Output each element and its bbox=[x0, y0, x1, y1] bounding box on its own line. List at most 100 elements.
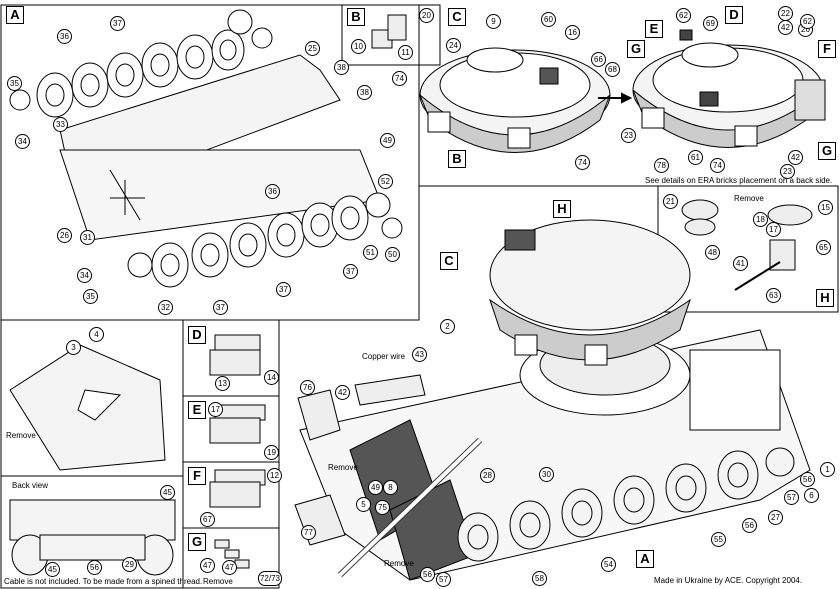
callout-51: 51 bbox=[363, 245, 378, 260]
turret-c bbox=[419, 47, 611, 153]
callout-62b: 62 bbox=[800, 14, 815, 29]
callout-37c: 37 bbox=[276, 282, 291, 297]
panel-label-f-small: F bbox=[188, 467, 206, 485]
panel-label-b: B bbox=[347, 8, 365, 26]
panel-label-d-small: D bbox=[188, 326, 206, 344]
callout-33: 33 bbox=[53, 117, 68, 132]
panel-label-c: C bbox=[448, 8, 466, 26]
callout-72-73: 72/73 bbox=[258, 571, 282, 586]
callout-17b: 17 bbox=[208, 402, 223, 417]
callout-61: 61 bbox=[688, 150, 703, 165]
callout-23: 23 bbox=[621, 128, 636, 143]
callout-62: 62 bbox=[676, 8, 691, 23]
small-panel-parts bbox=[209, 334, 266, 569]
callout-77: 77 bbox=[301, 525, 316, 540]
remove-note-front: Remove bbox=[384, 559, 414, 568]
callout-4: 4 bbox=[89, 327, 104, 342]
back-view-parts bbox=[9, 499, 176, 576]
panel-label-g2: G bbox=[818, 142, 836, 160]
callout-29: 29 bbox=[122, 557, 137, 572]
callout-50: 50 bbox=[385, 247, 400, 262]
callout-34: 34 bbox=[15, 134, 30, 149]
cable-note: Cable is not included. To be made from a… bbox=[4, 577, 203, 586]
callout-37b: 37 bbox=[213, 300, 228, 315]
panel-h-detail-parts bbox=[681, 199, 813, 291]
running-gear-upper bbox=[9, 9, 403, 288]
remove-note-hull: Remove bbox=[328, 463, 358, 472]
callout-1: 1 bbox=[820, 462, 835, 477]
copper-wire-note: Copper wire bbox=[362, 352, 406, 361]
panel-label-f: F bbox=[818, 40, 836, 58]
callout-49: 49 bbox=[380, 133, 395, 148]
back-view-title: Back view bbox=[12, 481, 49, 490]
callout-37d: 37 bbox=[343, 264, 358, 279]
callout-74c: 74 bbox=[710, 158, 725, 173]
callout-30: 30 bbox=[539, 467, 554, 482]
callout-28: 28 bbox=[480, 468, 495, 483]
callout-55: 55 bbox=[711, 532, 726, 547]
callout-25: 25 bbox=[305, 41, 320, 56]
copyright-note: Made in Ukraine by ACE. Copyright 2004. bbox=[654, 576, 803, 585]
remove-note-g: Remove bbox=[203, 577, 233, 586]
callout-74: 74 bbox=[392, 71, 407, 86]
callout-11: 11 bbox=[398, 45, 413, 60]
callout-68: 68 bbox=[605, 62, 620, 77]
callout-36b: 36 bbox=[265, 184, 280, 199]
callout-75: 75 bbox=[375, 500, 390, 515]
callout-56b: 56 bbox=[420, 567, 435, 582]
remove-note-h: Remove bbox=[734, 194, 764, 203]
callout-56: 56 bbox=[87, 560, 102, 575]
callout-78: 78 bbox=[654, 158, 669, 173]
callout-67: 67 bbox=[200, 512, 215, 527]
panel-label-e: E bbox=[645, 20, 663, 38]
callout-6: 6 bbox=[804, 488, 819, 503]
callout-52: 52 bbox=[378, 174, 393, 189]
callout-66: 66 bbox=[591, 52, 606, 67]
callout-32: 32 bbox=[158, 300, 173, 315]
callout-56d: 56 bbox=[800, 472, 815, 487]
panel-label-c-main: C bbox=[440, 252, 458, 270]
remove-note-turret: Remove bbox=[6, 431, 36, 440]
callout-69: 69 bbox=[703, 16, 718, 31]
panel-label-d: D bbox=[725, 6, 743, 24]
callout-35: 35 bbox=[7, 76, 22, 91]
callout-58: 58 bbox=[532, 571, 547, 586]
callout-13: 13 bbox=[215, 376, 230, 391]
callout-24: 24 bbox=[446, 38, 461, 53]
callout-42: 42 bbox=[778, 20, 793, 35]
era-note: See details on ERA bricks placement on a… bbox=[645, 176, 833, 185]
callout-63: 63 bbox=[766, 288, 781, 303]
callout-18: 18 bbox=[753, 212, 768, 227]
callout-56c: 56 bbox=[742, 518, 757, 533]
callout-5: 5 bbox=[356, 497, 371, 512]
callout-57b: 57 bbox=[784, 490, 799, 505]
callout-38: 38 bbox=[334, 60, 349, 75]
callout-27: 27 bbox=[768, 510, 783, 525]
panel-label-a-hull: A bbox=[636, 550, 654, 568]
callout-9: 9 bbox=[486, 14, 501, 29]
panel-g-small-border bbox=[182, 527, 280, 589]
callout-10: 10 bbox=[351, 39, 366, 54]
callout-42c: 42 bbox=[335, 385, 350, 400]
panel-label-a: A bbox=[6, 6, 24, 24]
callout-20: 20 bbox=[419, 8, 434, 23]
callout-48: 48 bbox=[705, 245, 720, 260]
callout-34b: 34 bbox=[77, 268, 92, 283]
callout-41: 41 bbox=[733, 256, 748, 271]
main-tank bbox=[299, 219, 811, 581]
callout-49b: 49 bbox=[368, 480, 383, 495]
callout-31: 31 bbox=[80, 230, 95, 245]
callout-65: 65 bbox=[816, 240, 831, 255]
callout-37: 37 bbox=[110, 16, 125, 31]
panel-label-h-main: H bbox=[553, 200, 571, 218]
callout-15: 15 bbox=[818, 200, 833, 215]
callout-45b: 45 bbox=[45, 562, 60, 577]
callout-57: 57 bbox=[436, 572, 451, 587]
callout-36: 36 bbox=[57, 29, 72, 44]
callout-3: 3 bbox=[66, 340, 81, 355]
callout-47: 47 bbox=[200, 558, 215, 573]
callout-43: 43 bbox=[412, 347, 427, 362]
callout-60: 60 bbox=[541, 12, 556, 27]
callout-35b: 35 bbox=[83, 289, 98, 304]
